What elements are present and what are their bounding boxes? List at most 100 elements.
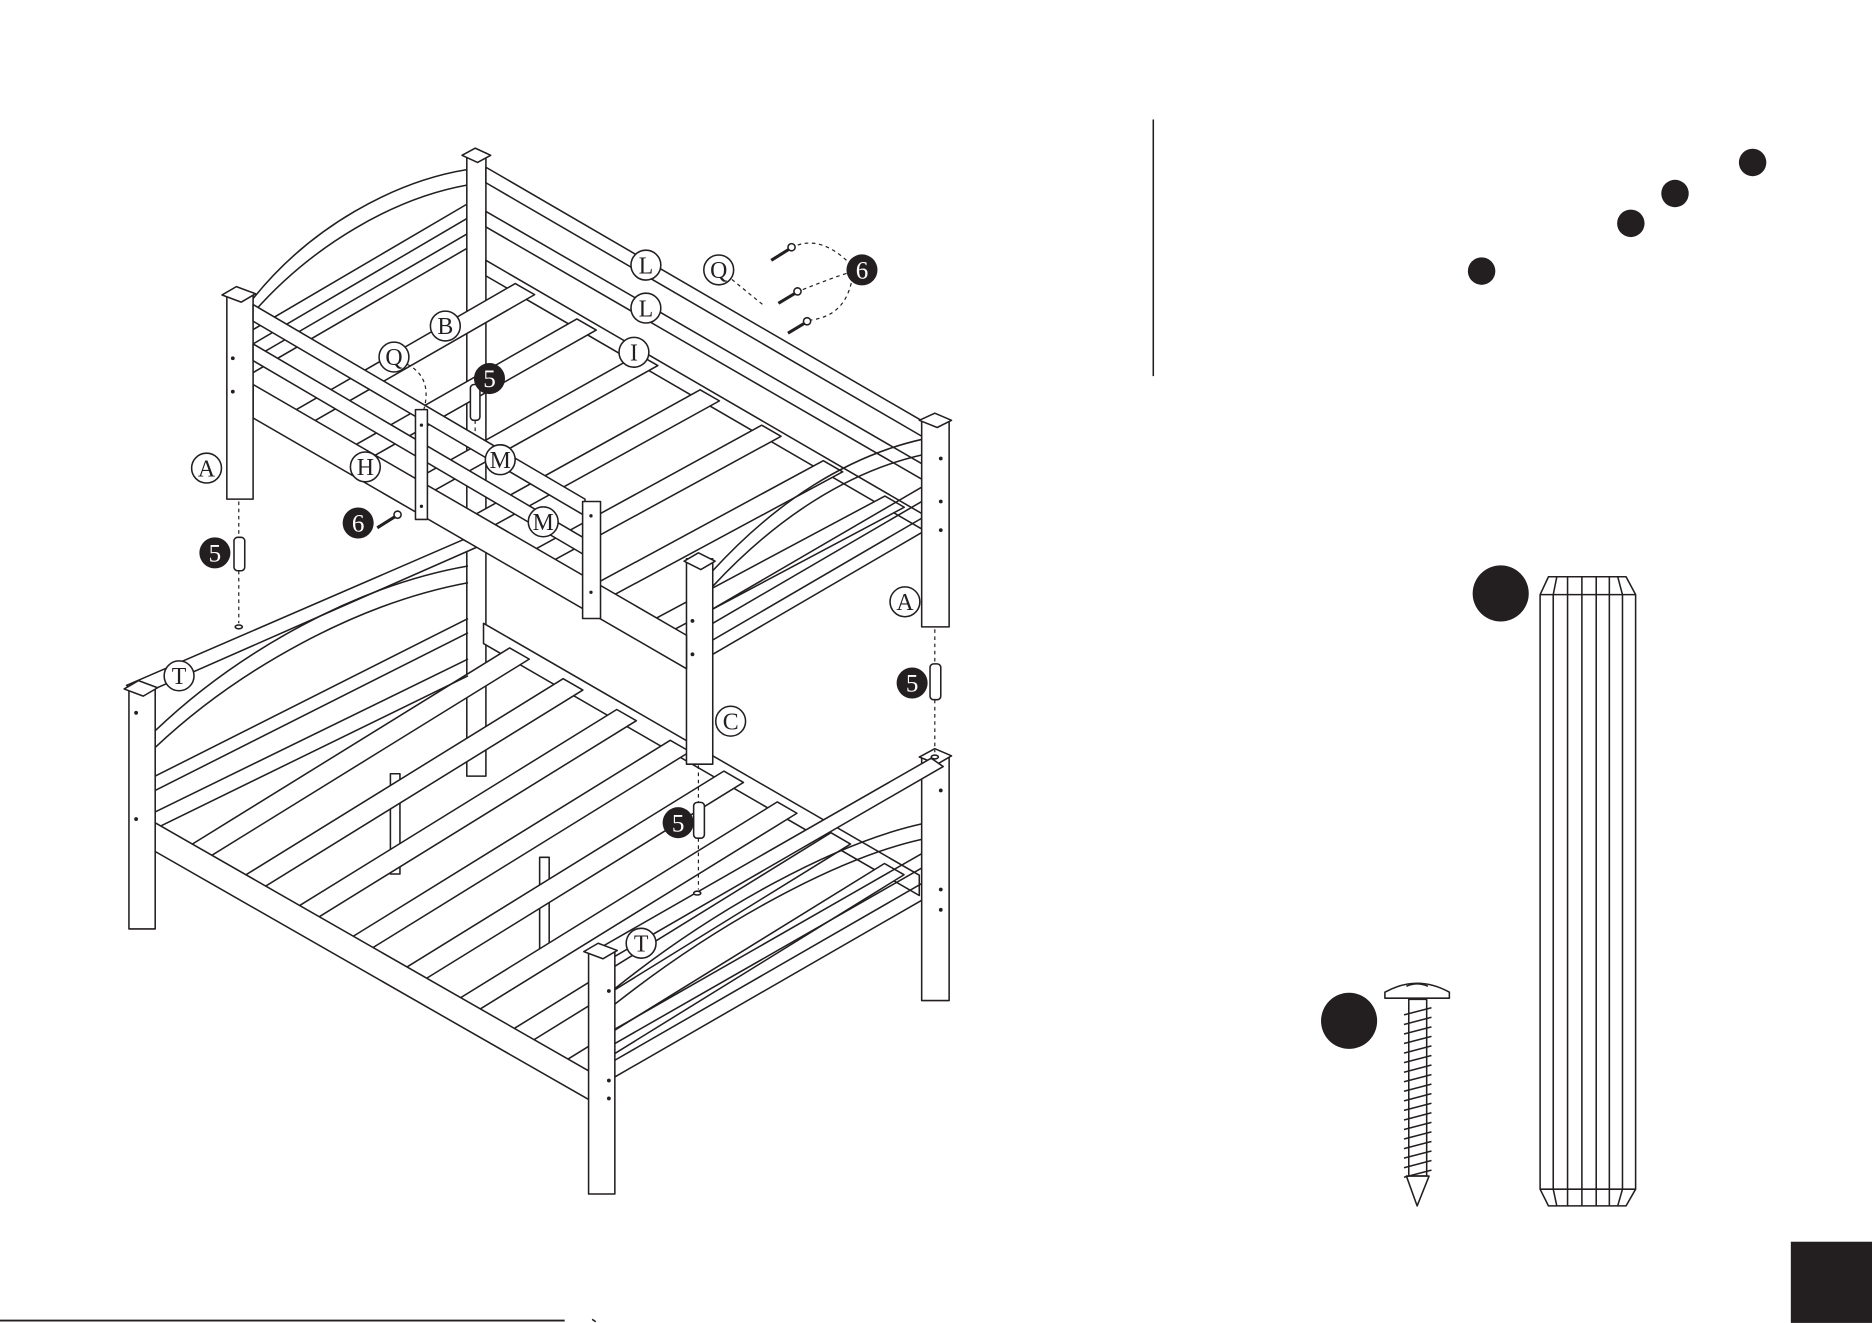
page-number-block — [1791, 1242, 1872, 1323]
callout-l: L — [631, 250, 661, 280]
hardware-number: 6 — [352, 511, 365, 538]
bolt-hole — [589, 591, 592, 594]
callout-t: T — [626, 928, 656, 958]
upper-headboard-arc-top — [253, 185, 467, 313]
bolt-hole — [939, 457, 943, 461]
bolt-hole — [231, 356, 235, 360]
dowel-badge — [1473, 565, 1529, 621]
screw-icon — [771, 248, 790, 260]
dowel-hole — [694, 891, 701, 895]
bolt-hole — [134, 711, 138, 715]
callout-label: M — [490, 448, 511, 474]
callout-label: A — [896, 590, 914, 616]
callout-a: A — [192, 453, 222, 483]
screw-icon — [788, 322, 806, 333]
callout-label: C — [723, 709, 739, 735]
upper-front-left-post — [227, 293, 253, 500]
callout-label: H — [357, 455, 374, 481]
hardware-callout-5: 5 — [663, 807, 694, 838]
hardware-number: 6 — [856, 258, 869, 285]
bolt-hole — [589, 514, 592, 517]
leader-line — [811, 283, 852, 320]
callout-b: B — [430, 311, 460, 341]
callout-m: M — [528, 507, 558, 537]
dowel-icon — [470, 385, 480, 421]
bunk-bed-drawing — [124, 148, 951, 1194]
hardware-callout-5: 5 — [199, 537, 230, 568]
bolt-hole — [939, 888, 943, 892]
lower-footboard-bottom-rail — [615, 884, 922, 1061]
dowel-icon — [930, 664, 941, 700]
screw-head — [394, 511, 401, 518]
bullet-markers — [1468, 149, 1766, 285]
bolt-hole — [420, 505, 423, 508]
bolt-hole — [420, 423, 423, 426]
bullet-dot — [1739, 149, 1766, 176]
screw-icon — [778, 293, 796, 304]
dowel-hole — [235, 625, 242, 629]
callout-l: L — [631, 293, 661, 323]
screw-tip — [1406, 1176, 1429, 1206]
dowel-hole — [931, 755, 938, 759]
callout-a: A — [890, 587, 920, 617]
hardware-number: 5 — [672, 810, 685, 837]
callout-q: Q — [704, 255, 734, 285]
screw-icon — [377, 516, 396, 528]
bolt-hole — [939, 528, 943, 532]
dowel-icon — [694, 802, 705, 838]
callout-label: I — [630, 340, 638, 366]
bolt-hole — [607, 1097, 611, 1101]
bullet-dot — [1617, 210, 1644, 237]
callout-label: A — [198, 456, 216, 482]
hardware-number: 5 — [906, 671, 919, 698]
callout-q: Q — [379, 342, 409, 372]
hardware-number: 5 — [483, 366, 496, 393]
slat — [587, 461, 842, 599]
callout-label: T — [172, 664, 187, 690]
callout-label: L — [639, 253, 654, 279]
lower-front-left-post — [129, 689, 155, 929]
leader-line — [795, 243, 846, 260]
callout-label: L — [639, 296, 654, 322]
callout-label: Q — [385, 345, 402, 371]
bottom-rule-tick — [592, 1319, 596, 1321]
callout-label: T — [634, 931, 649, 957]
callout-i: I — [619, 337, 649, 367]
dowel-icon — [1540, 577, 1636, 1206]
lower-back-right-post — [922, 757, 949, 1001]
hardware-number: 5 — [209, 541, 222, 568]
screw-badge — [1321, 993, 1377, 1049]
bolt-hole — [607, 1079, 611, 1083]
bolt-hole — [691, 619, 695, 623]
screw-head — [794, 288, 801, 295]
bolt-hole — [939, 908, 943, 912]
hardware-callout-5: 5 — [474, 363, 505, 394]
callout-c: C — [716, 706, 746, 736]
callout-label: M — [533, 510, 554, 536]
upper-back-right-post — [922, 420, 949, 627]
callout-h: H — [350, 452, 380, 482]
leader-line — [732, 279, 764, 305]
bullet-dot — [1661, 180, 1688, 207]
bolt-hole — [691, 652, 695, 656]
screw-head — [788, 244, 795, 251]
hardware-callout-6: 6 — [343, 507, 374, 538]
hardware-callout-5: 5 — [897, 667, 928, 698]
lower-front-right-post — [589, 952, 615, 1194]
hardware-callout-6: 6 — [846, 254, 877, 285]
leader-line — [801, 273, 846, 290]
screw-head — [803, 318, 810, 325]
guard-rail-post — [583, 502, 601, 619]
bolt-hole — [607, 989, 611, 993]
callout-m: M — [485, 445, 515, 475]
callout-label: B — [437, 314, 453, 340]
screw-full-size — [1321, 983, 1449, 1206]
dowel-icon — [234, 537, 245, 570]
callout-t: T — [164, 661, 194, 691]
bolt-hole — [939, 500, 943, 504]
bolt-hole — [231, 390, 235, 394]
dowel-full-size — [1473, 565, 1636, 1206]
lower-footboard-arc-rail — [615, 824, 922, 989]
bullet-dot — [1468, 257, 1495, 284]
